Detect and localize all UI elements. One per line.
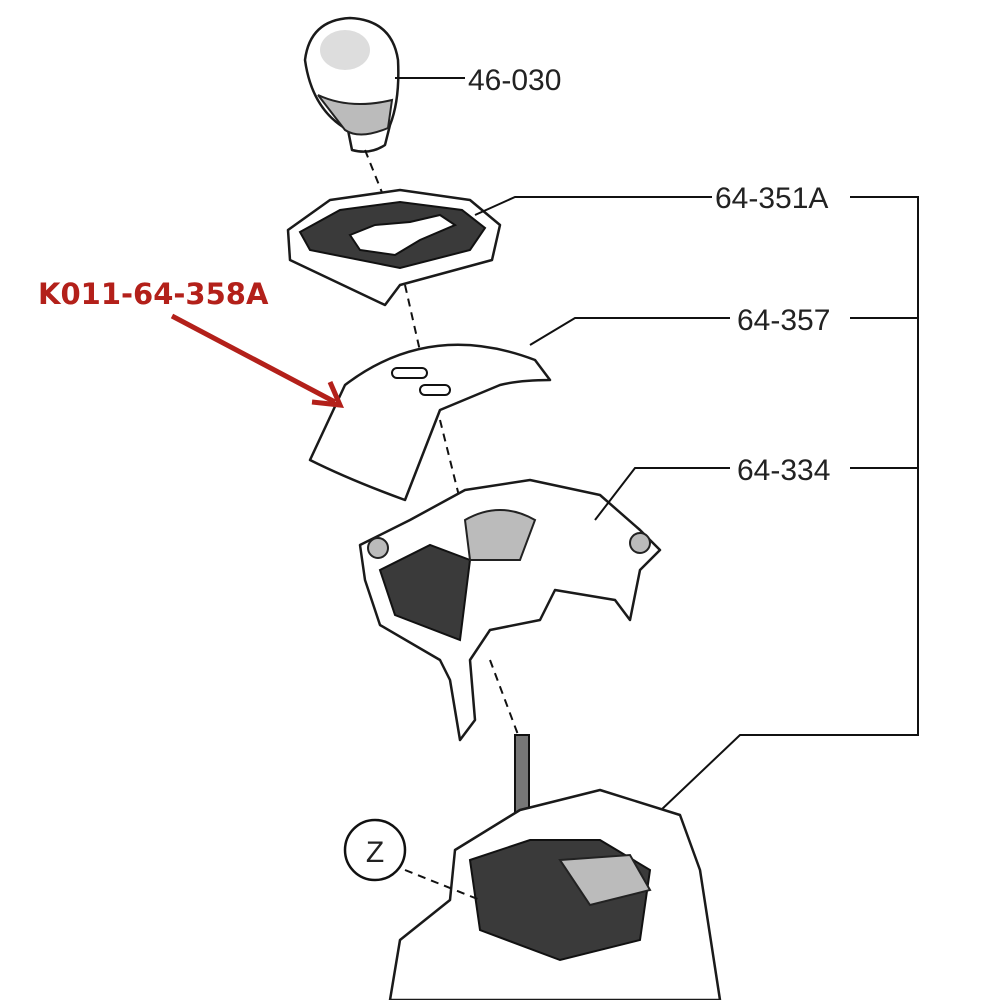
- view-marker-z: Z: [366, 836, 384, 869]
- bracket-leader: [639, 196, 919, 831]
- shift-panel: [358, 478, 662, 742]
- shifter-assembly: [388, 734, 722, 1000]
- label-64-357: 64-357: [737, 304, 830, 337]
- label-64-351A: 64-351A: [715, 182, 828, 215]
- shift-knob: [303, 16, 400, 153]
- highlight-arrow-icon: [170, 313, 345, 408]
- label-64-334: 64-334: [737, 454, 830, 487]
- view-marker-circle: [343, 818, 407, 882]
- highlight-part-label: K011-64-358A: [38, 277, 269, 311]
- label-46-030: 46-030: [468, 64, 561, 97]
- shift-bezel: [286, 188, 502, 307]
- shift-cover-plate: [308, 343, 552, 502]
